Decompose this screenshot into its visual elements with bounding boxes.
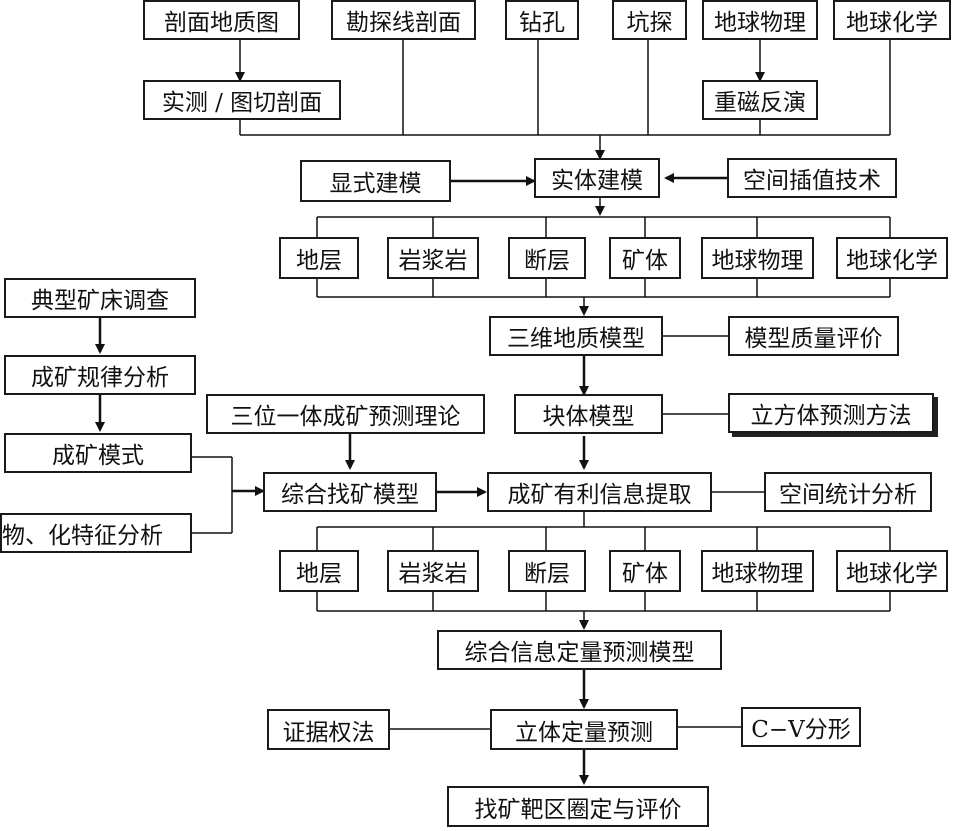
node-geochemistry-source: 地球化学 — [833, 0, 951, 40]
node-row2-orebody: 矿体 — [609, 550, 681, 592]
node-stereo-quant-prediction: 立体定量预测 — [490, 709, 678, 750]
node-metallogenic-mode: 成矿模式 — [4, 433, 192, 473]
node-row2-geochemistry: 地球化学 — [836, 550, 948, 592]
node-row2-magmatic: 岩浆岩 — [387, 550, 479, 592]
node-row1-fault: 断层 — [508, 237, 586, 279]
node-profile-geology: 剖面地质图 — [143, 0, 300, 40]
node-weights-of-evidence: 证据权法 — [267, 709, 390, 750]
node-row2-strata: 地层 — [279, 550, 359, 592]
node-drill-hole: 钻孔 — [505, 0, 579, 40]
node-solid-modeling: 实体建模 — [534, 158, 660, 198]
node-measured-section: 实测 / 图切剖面 — [143, 80, 341, 120]
node-typical-deposit: 典型矿床调查 — [4, 278, 196, 318]
node-gravmag-inversion: 重磁反演 — [702, 80, 818, 120]
node-trinity-theory: 三位一体成矿预测理论 — [206, 394, 485, 434]
node-target-delineation: 找矿靶区圈定与评价 — [447, 786, 709, 827]
node-block-model: 块体模型 — [514, 394, 663, 434]
node-spatial-statistics: 空间统计分析 — [764, 472, 932, 512]
node-row1-geochemistry: 地球化学 — [836, 237, 948, 279]
node-explicit-modeling: 显式建模 — [300, 160, 451, 202]
node-spatial-interpolation: 空间插值技术 — [727, 158, 897, 198]
node-phys-chem-features: 物、化特征分析 — [0, 513, 192, 553]
node-row2-fault: 断层 — [508, 550, 586, 592]
node-geophysics-source: 地球物理 — [702, 0, 818, 40]
node-row1-magmatic: 岩浆岩 — [387, 237, 479, 279]
node-row1-strata: 地层 — [279, 237, 359, 279]
node-cube-prediction-method: 立方体预测方法 — [728, 393, 934, 433]
node-row1-orebody: 矿体 — [609, 237, 681, 279]
node-exploration-line: 勘探线剖面 — [331, 0, 476, 40]
node-integrated-prospecting-model: 综合找矿模型 — [263, 472, 437, 512]
node-pit-exploration: 坑探 — [612, 0, 687, 40]
node-model-quality: 模型质量评价 — [728, 316, 899, 356]
node-integrated-quant-model: 综合信息定量预测模型 — [437, 630, 722, 670]
node-metallogenic-law: 成矿规律分析 — [4, 355, 196, 395]
node-favorable-info-extraction: 成矿有利信息提取 — [487, 472, 712, 512]
node-row2-geophysics: 地球物理 — [701, 550, 814, 592]
node-3d-geological-model: 三维地质模型 — [489, 316, 663, 356]
node-row1-geophysics: 地球物理 — [701, 237, 814, 279]
node-cv-fractal: C−V分形 — [741, 707, 861, 747]
